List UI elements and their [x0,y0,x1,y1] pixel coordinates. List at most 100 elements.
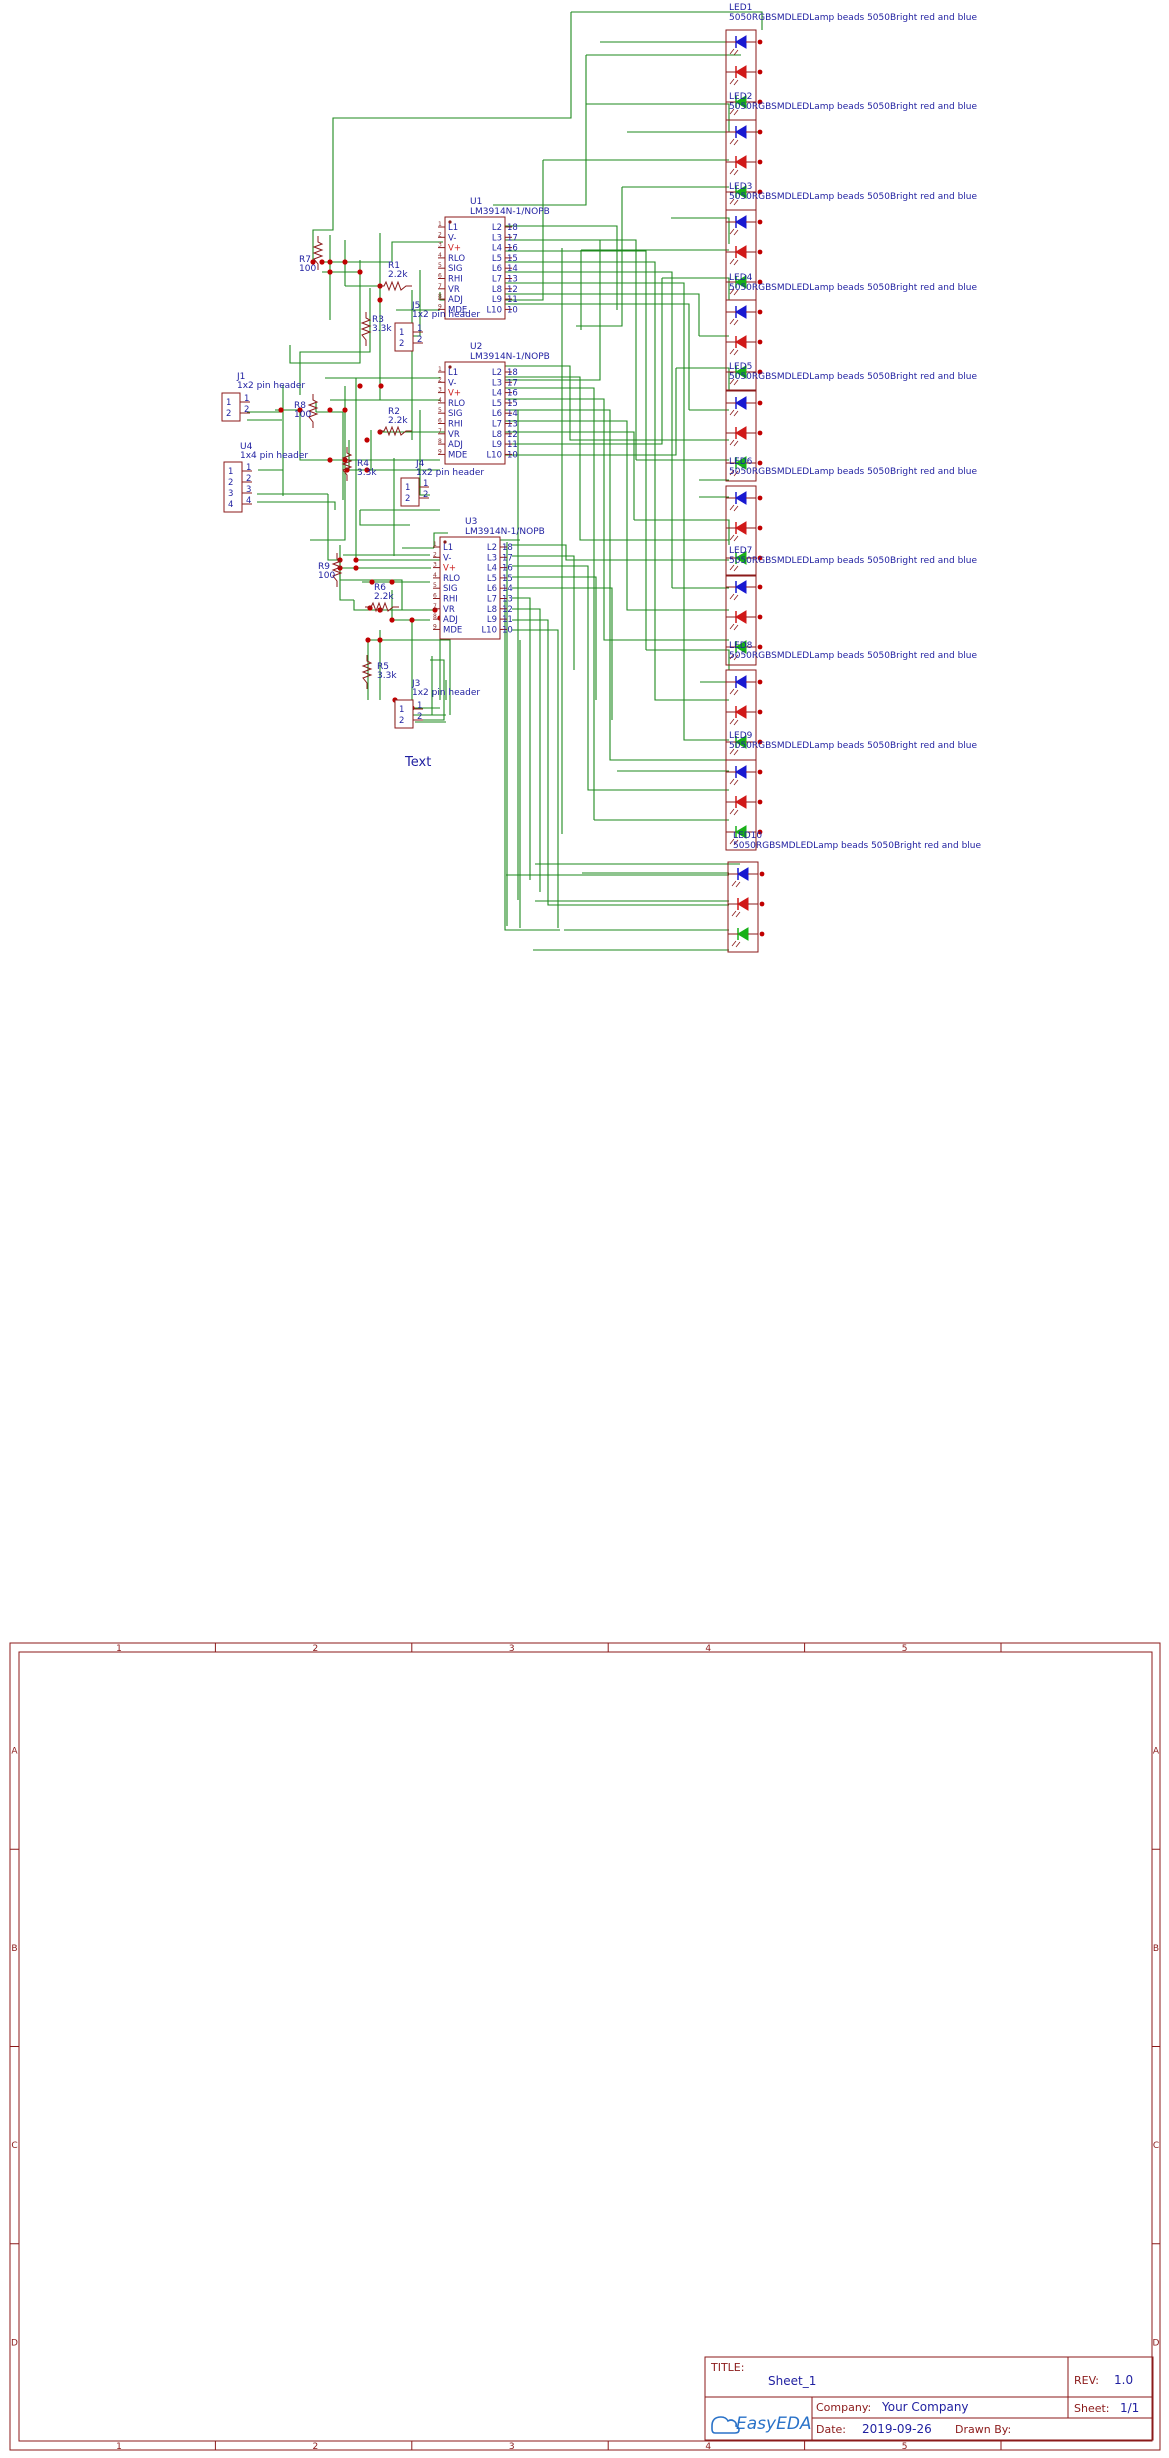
led-value: 5050RGBSMDLEDLamp beads 5050Bright red a… [729,651,977,661]
pin-name: L10 [481,625,497,635]
wire-41 [505,261,729,701]
pin1-marker [448,365,452,369]
pin-number: 4 [438,397,442,404]
resistor-ref: R2 [388,407,400,417]
wire-61 [512,608,541,892]
wire-49 [505,398,729,641]
pin-number: 16 [507,244,518,254]
pin-name: L10 [486,450,502,460]
pin-name: RHI [443,595,458,605]
led-value: 5050RGBSMDLEDLamp beads 5050Bright red a… [729,741,977,751]
pin-number: 13 [507,275,518,285]
pin-name: L7 [492,275,502,285]
sheet-label: Sheet: [1074,2402,1110,2415]
led-diode-icon [735,35,747,49]
resistor-r4[interactable]: R43.3k [341,447,377,481]
led-value: 5050RGBSMDLEDLamp beads 5050Bright red a… [733,841,981,851]
ic-ref: U2 [470,342,482,352]
light-ray-icon [729,564,739,572]
light-ray-icon [729,504,739,512]
resistor-r6[interactable]: R62.2k [365,583,399,613]
led-diode-icon [735,245,747,259]
pin-name: L1 [448,223,458,233]
header-value: 1x2 pin header [412,310,480,320]
pin-number: 7 [433,603,437,610]
pin-number: 11 [502,615,513,625]
resistor-r3[interactable]: R33.3k [360,312,392,346]
led-body [727,861,759,953]
pin-name: L10 [486,305,502,315]
pin-name: V+ [443,564,456,574]
pin-name: L1 [448,368,458,378]
pin-number: 12 [507,430,518,440]
wire-42 [505,271,673,588]
wire-53 [505,278,663,445]
wire-75 [275,409,330,461]
light-ray-icon [729,228,739,236]
resistor-ref: R3 [372,315,384,325]
pin-name: L6 [487,584,497,594]
led-diode-icon [737,867,749,881]
rev-label: REV: [1074,2374,1099,2387]
resistor-r1[interactable]: R12.2k [378,261,412,292]
wire-40 [505,250,647,650]
led-ref: LED3 [729,182,752,192]
led-value: 5050RGBSMDLEDLamp beads 5050Bright red a… [729,102,977,112]
led-diode-icon [735,580,747,594]
canvas-text-label[interactable]: Text [404,755,431,770]
column-marker-top: 5 [902,1644,908,1654]
pin-number: 1 [438,366,442,373]
led-diode-icon [735,305,747,319]
resistor-r2[interactable]: R22.2k [378,407,412,437]
pin-number: 15 [507,399,518,409]
pin-number: 15 [507,254,518,264]
pin-number: 13 [502,595,513,605]
title-block: TITLE: Sheet_1 REV: 1.0 Company: Your Co… [704,2356,1154,2441]
pin-number: 17 [507,233,518,243]
pin-name: L7 [487,595,497,605]
resistor-value: 3.3k [372,324,392,334]
header-body [223,461,243,513]
pin-name: SIG [448,409,463,419]
junction-dot [327,259,333,265]
header-ref: J1 [236,372,245,382]
pin-name: L2 [492,223,502,233]
header-pin-label: 1 [226,398,231,408]
pin-number: 7 [438,428,442,435]
header-value: 1x4 pin header [240,451,308,461]
light-ray-icon [729,78,739,86]
wire-52 [505,431,635,520]
wire-44 [505,293,700,336]
light-ray-icon [731,940,741,948]
header-pin-number: 2 [417,712,422,722]
resistor-ref: R6 [374,583,386,593]
header-value: 1x2 pin header [412,688,480,698]
resistor-value: 100 [299,264,316,274]
pin-name: L9 [492,295,502,305]
resistor-r5[interactable]: R53.3k [361,655,397,689]
led-diode-icon [735,765,747,779]
resistor-value: 100 [318,571,335,581]
pin-number: 11 [507,440,518,450]
light-ray-icon [729,469,739,477]
rev-value: 1.0 [1114,2373,1133,2387]
